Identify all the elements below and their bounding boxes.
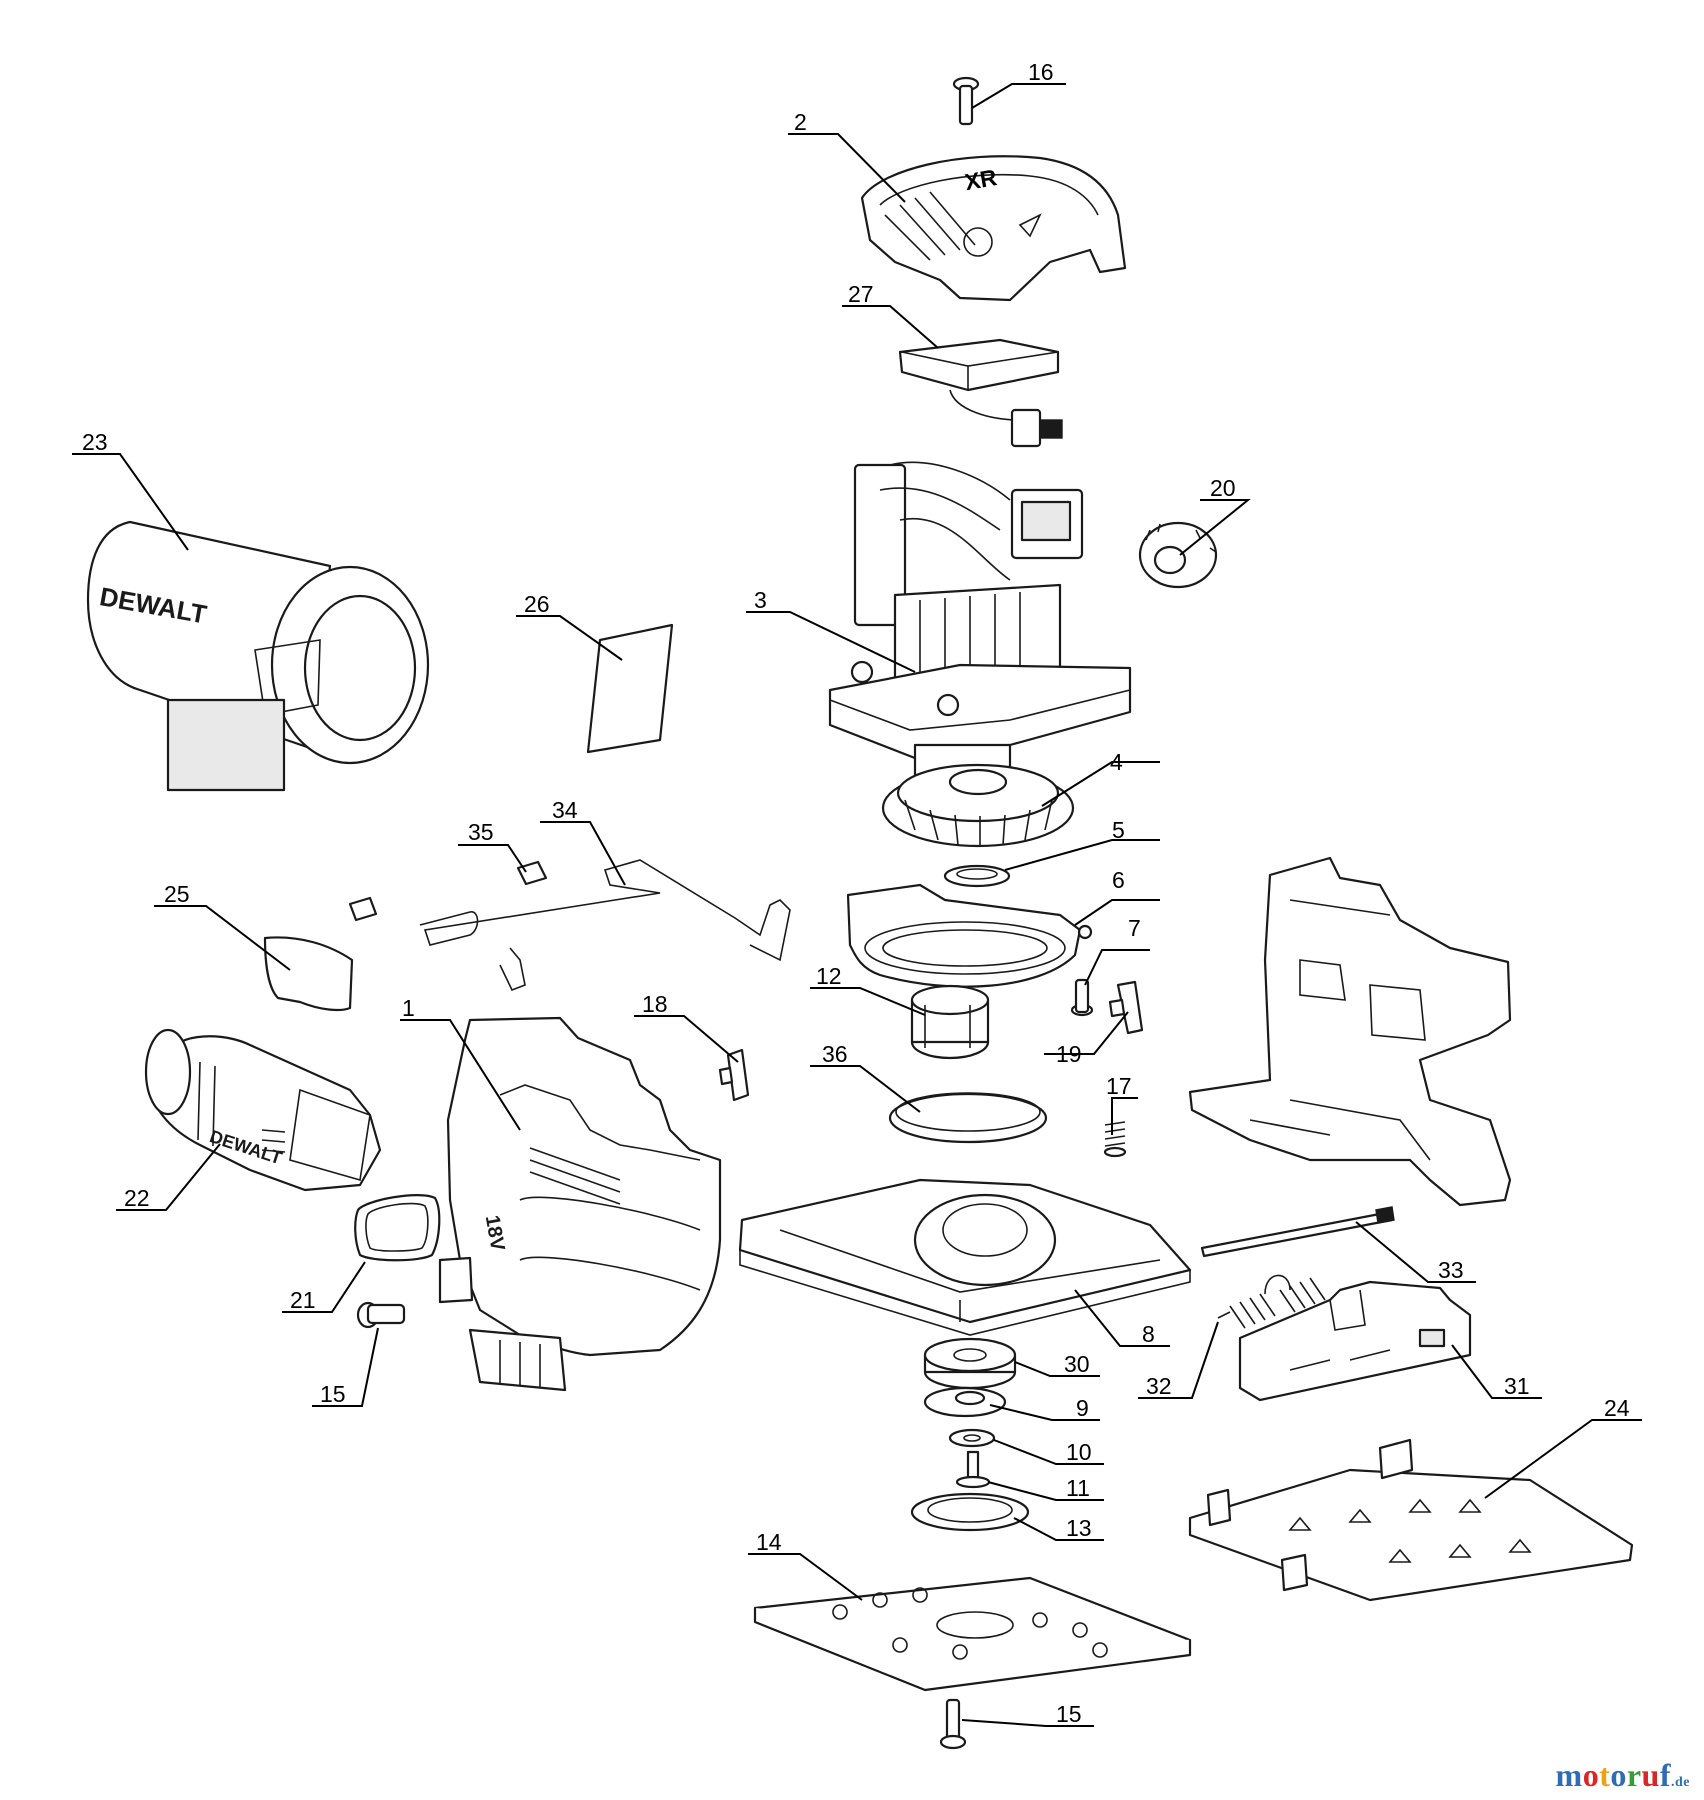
callout-14: 14: [756, 1529, 782, 1555]
callout-11: 11: [1066, 1475, 1090, 1501]
part-8-base-platen: [738, 1178, 1192, 1336]
callout-18: 18: [642, 991, 668, 1017]
callout-1: 1: [402, 995, 415, 1021]
callout-21: 21: [290, 1287, 316, 1313]
callout-labels: 16 2 27 23 20 26 3 4 35 34 5 25 6 7 12 1…: [82, 59, 1630, 1727]
callout-25: 25: [164, 881, 190, 907]
part-1-main-housing: 18V: [438, 1016, 722, 1392]
part-14-sanding-pad: [753, 1576, 1192, 1692]
part-18-clip: [718, 1048, 750, 1102]
part-15-screw-lower: [939, 1698, 967, 1750]
watermark-letter: f: [1659, 1757, 1671, 1793]
callout-35: 35: [468, 819, 494, 845]
callout-31: 31: [1504, 1373, 1530, 1399]
watermark-suffix: .de: [1671, 1775, 1690, 1790]
housing-half-right: [1188, 856, 1512, 1207]
part-23-housing-tube: DEWALT: [86, 520, 430, 792]
watermark-letter: o: [1610, 1757, 1627, 1793]
watermark-letter: t: [1599, 1757, 1611, 1793]
part-10-washer: [948, 1428, 996, 1448]
part-15-pin-upper: [356, 1301, 406, 1329]
part-7-screw: [1070, 978, 1094, 1017]
part-35-clips: [348, 860, 548, 922]
watermark-letter: u: [1641, 1757, 1660, 1793]
watermark-letter: o: [1582, 1757, 1600, 1793]
callout-5: 5: [1112, 817, 1125, 843]
part-25-filter: [263, 936, 354, 1012]
callout-13: 13: [1066, 1515, 1092, 1541]
callout-32: 32: [1146, 1373, 1172, 1399]
part-26-label: [586, 623, 674, 754]
callout-17: 17: [1106, 1073, 1132, 1099]
callout-30: 30: [1064, 1351, 1090, 1377]
callout-27: 27: [848, 281, 874, 307]
callout-23: 23: [82, 429, 108, 455]
part-2-top-cover: XR: [860, 155, 1127, 302]
callout-15-upper: 15: [320, 1381, 346, 1407]
callout-33: 33: [1438, 1257, 1464, 1283]
watermark-letter: m: [1555, 1757, 1583, 1793]
callout-22: 22: [124, 1185, 150, 1211]
part-9-eccentric: [923, 1386, 1007, 1418]
callout-36: 36: [822, 1041, 848, 1067]
leader-lines: [72, 83, 1642, 1727]
callout-7: 7: [1128, 915, 1141, 941]
cover-mark: XR: [963, 164, 999, 195]
callout-10: 10: [1066, 1439, 1092, 1465]
watermark-letter: r: [1626, 1757, 1642, 1793]
part-22-dust-boot: DEWALT: [144, 1028, 382, 1192]
callout-26: 26: [524, 591, 550, 617]
part-20-speed-dial: [1138, 521, 1218, 589]
callout-16: 16: [1028, 59, 1054, 85]
callout-19: 19: [1056, 1041, 1082, 1067]
callout-34: 34: [552, 797, 578, 823]
part-6-fan-housing: [846, 883, 1093, 988]
callout-24: 24: [1604, 1395, 1630, 1421]
callout-4: 4: [1110, 749, 1123, 775]
part-33-rod: [1200, 1206, 1395, 1258]
part-16-screw: [952, 76, 980, 126]
part-3-motor-assembly: [828, 461, 1132, 777]
watermark-logo: motoruf.de: [1556, 1757, 1690, 1794]
part-13-retainer: [910, 1492, 1030, 1532]
part-19-clip: [1108, 980, 1144, 1035]
part-27-control-module: [898, 338, 1063, 448]
part-24-punch-plate: [1188, 1438, 1634, 1602]
callout-9: 9: [1076, 1395, 1089, 1421]
callout-2: 2: [794, 109, 807, 135]
watermark-text: motoruf: [1556, 1757, 1671, 1793]
part-36-band: [888, 1092, 1048, 1144]
part-17-spring: [1103, 1121, 1127, 1158]
part-11-screw: [955, 1450, 991, 1489]
part-34-wire-spring: [419, 859, 791, 992]
callout-8: 8: [1142, 1321, 1155, 1347]
part-21-gasket: [354, 1194, 441, 1262]
callout-3: 3: [754, 587, 767, 613]
part-4-fan: [881, 763, 1075, 848]
callout-20: 20: [1210, 475, 1236, 501]
callout-6: 6: [1112, 867, 1125, 893]
part-5-ring: [943, 864, 1011, 888]
callout-12: 12: [816, 963, 842, 989]
part-12-bearing: [910, 984, 990, 1060]
part-32-springs: [1217, 1274, 1326, 1329]
part-30-damper: [923, 1337, 1017, 1390]
callout-15-lower: 15: [1056, 1701, 1082, 1727]
part-31-clamp-lever: [1238, 1280, 1472, 1402]
